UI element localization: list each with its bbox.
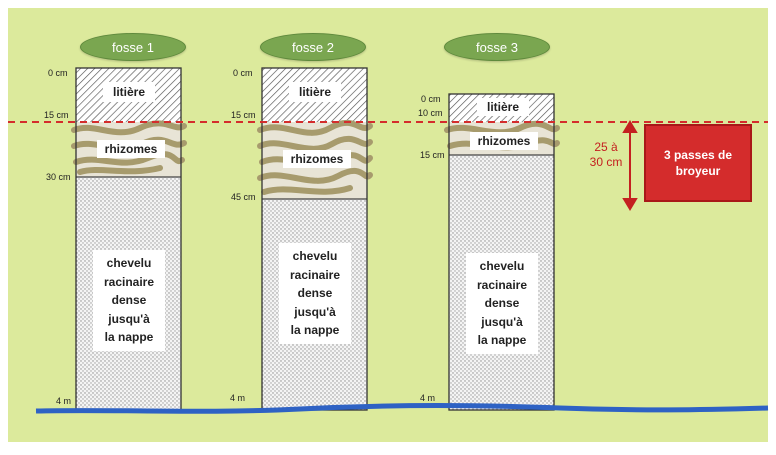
depth-label: 15 cm — [44, 110, 69, 120]
fosse-2-title: fosse 2 — [260, 33, 366, 61]
litter-label: litière — [103, 82, 155, 102]
depth-range-label: 25 à 30 cm — [589, 140, 623, 169]
litter-label: litière — [477, 98, 529, 116]
depth-label: 30 cm — [46, 172, 71, 182]
depth-label: 15 cm — [231, 110, 256, 120]
depth-label: 45 cm — [231, 192, 256, 202]
depth-label: 0 cm — [233, 68, 253, 78]
roots-label: chevelu racinaire dense jusqu'à la nappe — [93, 250, 165, 351]
depth-label: 0 cm — [421, 94, 441, 104]
fosse-1-title: fosse 1 — [80, 33, 186, 61]
column-fosse-1 — [71, 67, 187, 411]
column-outline — [448, 93, 555, 411]
roots-label: chevelu racinaire dense jusqu'à la nappe — [466, 253, 538, 354]
roots-label: chevelu racinaire dense jusqu'à la nappe — [279, 243, 351, 344]
water-table-line — [35, 403, 769, 414]
depth-label: 0 cm — [48, 68, 68, 78]
depth-label: 4 m — [56, 396, 72, 406]
fosse-3-title: fosse 3 — [444, 33, 550, 61]
rhizome-label: rhizomes — [97, 140, 165, 158]
litter-label: litière — [289, 82, 341, 102]
rhizome-label: rhizomes — [283, 150, 351, 168]
depth-label: 4 m — [230, 393, 246, 403]
column-fosse-2 — [257, 67, 373, 411]
rhizome-label: rhizomes — [470, 132, 538, 150]
depth-label: 15 cm — [420, 150, 445, 160]
depth-label: 4 m — [420, 393, 436, 403]
depth-range-arrow — [622, 120, 638, 211]
grinder-passes-box: 3 passes de broyeur — [644, 124, 752, 202]
depth-label: 10 cm — [418, 108, 443, 118]
